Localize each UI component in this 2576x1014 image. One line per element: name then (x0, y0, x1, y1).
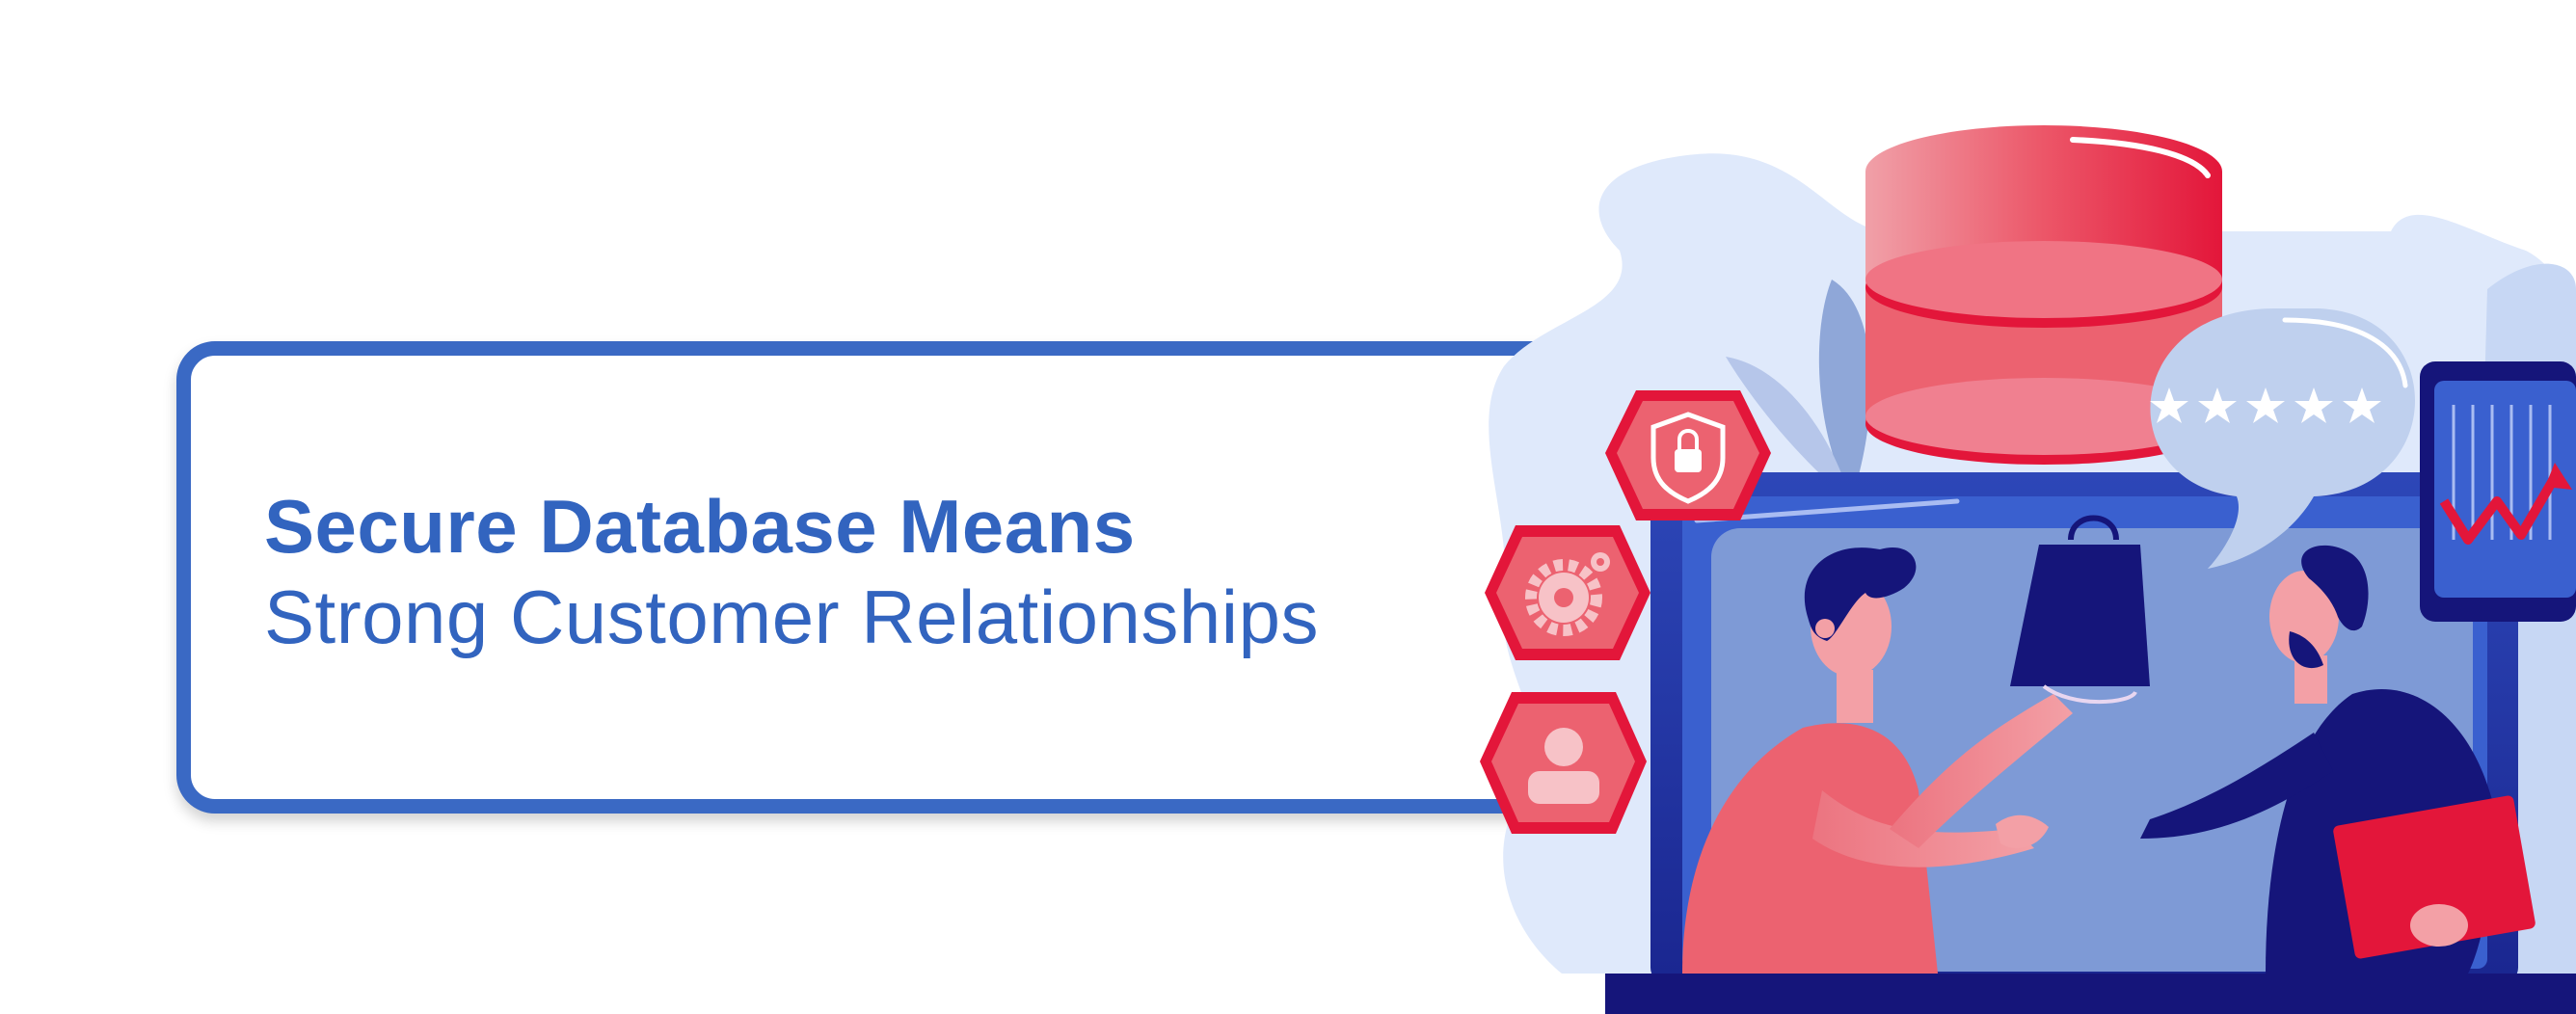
shield-lock-icon (1605, 390, 1771, 520)
rating-stars (2150, 387, 2381, 423)
shopping-bag-icon (2010, 515, 2150, 705)
illustration (1480, 125, 2576, 1014)
title-text: Secure Database Means Strong Customer Re… (264, 484, 1320, 666)
plant-leaves (1726, 280, 1871, 501)
headline: Secure Database Means (264, 484, 1136, 569)
subheadline: Strong Customer Relationships (264, 574, 1320, 659)
database-icon (1865, 125, 2222, 465)
person-left (1682, 547, 2073, 974)
gear-icon (1485, 525, 1650, 660)
user-icon (1480, 692, 1647, 834)
title-card: Secure Database Means Strong Customer Re… (176, 341, 1584, 814)
person-right (2140, 545, 2536, 974)
speech-bubble-icon (2150, 308, 2415, 569)
chart-icon (2420, 361, 2576, 622)
